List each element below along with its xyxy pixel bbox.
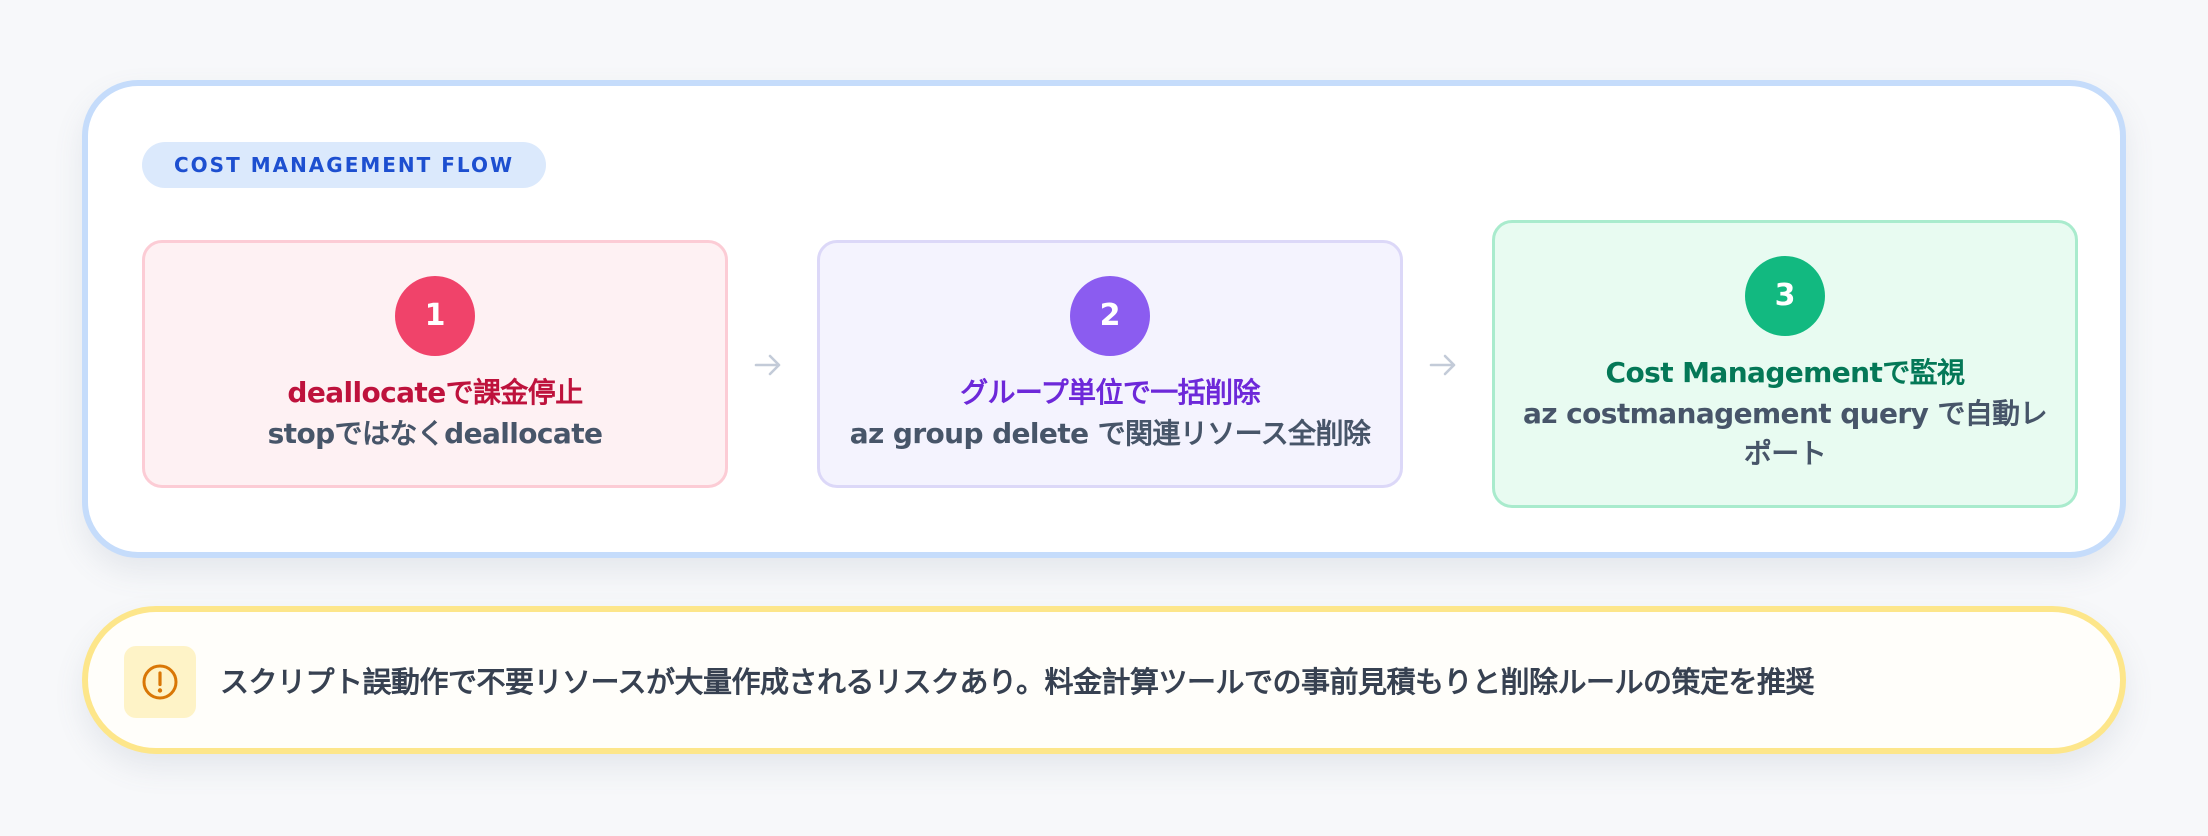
step-title: グループ単位で一括削除 [960, 376, 1260, 409]
warning-text: スクリプト誤動作で不要リソースが大量作成されるリスクあり。料金計算ツールでの事前… [220, 665, 1814, 699]
flow-step-group-delete: 2 グループ単位で一括削除 az group delete で関連リソース全削除 [817, 240, 1403, 488]
flow-step-deallocate: 1 deallocateで課金停止 stopではなくdeallocate [142, 240, 728, 488]
step-number-badge: 2 [1070, 276, 1150, 356]
step-title: deallocateで課金停止 [287, 376, 583, 409]
warning-callout: スクリプト誤動作で不要リソースが大量作成されるリスクあり。料金計算ツールでの事前… [82, 606, 2126, 754]
warning-icon-container [124, 646, 196, 718]
step-description: stopではなくdeallocate [267, 417, 603, 450]
arrow-right-icon [1429, 354, 1456, 376]
arrow-right-icon [754, 354, 781, 376]
step-number-badge: 1 [395, 276, 475, 356]
flow-tag: COST MANAGEMENT FLOW [142, 142, 547, 188]
flow-step-cost-monitor: 3 Cost Managementで監視 az costmanagement q… [1492, 220, 2078, 508]
step-description: az costmanagement query で自動レポート [1523, 397, 2048, 470]
step-number-badge: 3 [1745, 256, 1825, 336]
step-title: Cost Managementで監視 [1605, 356, 1965, 389]
step-description: az group delete で関連リソース全削除 [849, 417, 1371, 450]
cost-management-flow-card: COST MANAGEMENT FLOW 1 deallocateで課金停止 s… [82, 80, 2126, 558]
exclamation-circle-icon [142, 664, 178, 700]
